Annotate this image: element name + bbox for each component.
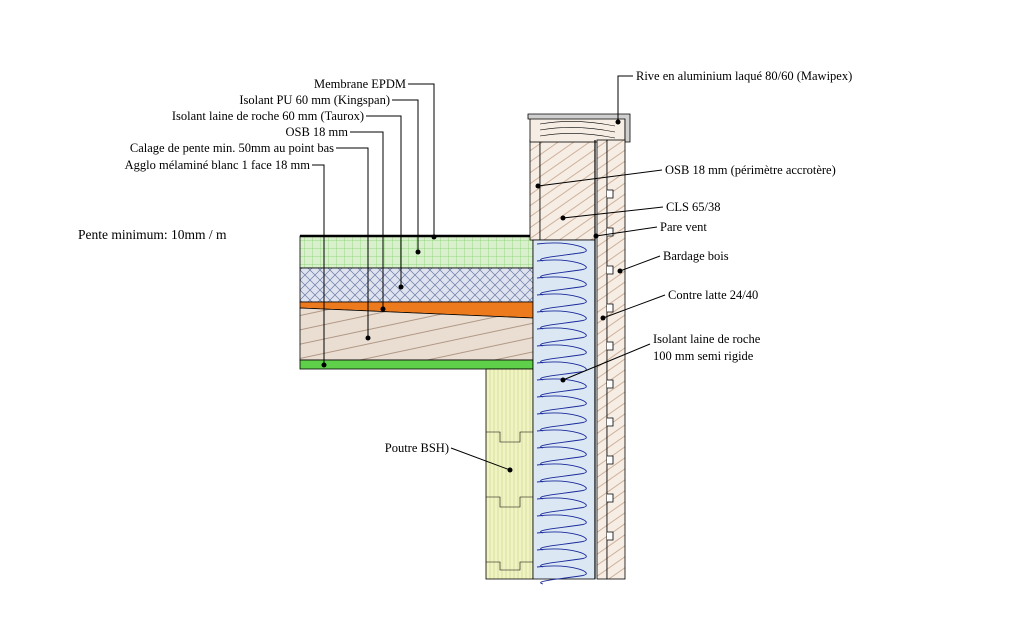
- leaders-right: [535, 75, 666, 383]
- cladding-joint: [607, 189, 614, 199]
- cladding-joint: [607, 531, 614, 541]
- dot-contre-latte: [600, 315, 606, 321]
- cladding-joint: [607, 341, 614, 351]
- dot-rockwool-wall: [560, 377, 566, 383]
- dot-pare-vent: [593, 233, 599, 239]
- cladding-joint: [607, 379, 614, 389]
- cladding-joint: [607, 227, 614, 237]
- roof-section: [299, 234, 534, 370]
- dot-beam: [507, 467, 513, 473]
- wall-insulation: [532, 239, 596, 585]
- label-bardage: Bardage bois: [663, 249, 729, 263]
- osb-perimeter-panel: [529, 139, 541, 241]
- cladding-joint: [607, 303, 614, 313]
- dot-epdm: [431, 234, 437, 240]
- dot-packing: [365, 335, 371, 341]
- cls-stud: [539, 139, 596, 241]
- leaders-left: [312, 83, 513, 473]
- label-epdm: Membrane EPDM: [314, 77, 406, 91]
- label-osb-perimeter: OSB 18 mm (périmètre accrotère): [665, 163, 836, 177]
- rockwool-roof-layer: [299, 267, 534, 303]
- glulam-beam: [485, 368, 534, 580]
- dot-agglo: [321, 362, 327, 368]
- dot-pu: [415, 249, 421, 255]
- agglo-layer: [299, 359, 534, 370]
- label-rockwool-wall-2: 100 mm semi rigide: [653, 349, 754, 363]
- label-pu: Isolant PU 60 mm (Kingspan): [239, 93, 390, 107]
- label-agglo: Agglo mélaminé blanc 1 face 18 mm: [125, 158, 311, 172]
- wood-cladding: [606, 139, 626, 580]
- dot-rockwool-roof: [398, 284, 404, 290]
- label-beam: Poutre BSH): [385, 441, 449, 455]
- dot-cls: [560, 215, 566, 221]
- dot-osb-perimeter: [535, 183, 541, 189]
- label-osb: OSB 18 mm: [285, 125, 348, 139]
- cladding-joint: [607, 417, 614, 427]
- counter-batten: [596, 139, 608, 580]
- label-rockwool-wall-1: Isolant laine de roche: [653, 332, 761, 346]
- parapet: [527, 113, 631, 241]
- label-rive: Rive en aluminium laqué 80/60 (Mawipex): [636, 69, 852, 83]
- label-cls: CLS 65/38: [666, 200, 721, 214]
- dot-osb: [380, 306, 386, 312]
- dot-bardage: [617, 268, 623, 274]
- label-slope-packing: Calage de pente min. 50mm au point bas: [130, 141, 334, 155]
- cladding-joint: [607, 493, 614, 503]
- label-pare-vent: Pare vent: [660, 220, 707, 234]
- dot-rive: [615, 119, 621, 125]
- label-rockwool-roof: Isolant laine de roche 60 mm (Taurox): [172, 109, 364, 123]
- slope-note: Pente minimum: 10mm / m: [78, 227, 227, 242]
- cladding-joint: [607, 455, 614, 465]
- label-contre-latte: Contre latte 24/40: [668, 288, 758, 302]
- cladding-joint: [607, 265, 614, 275]
